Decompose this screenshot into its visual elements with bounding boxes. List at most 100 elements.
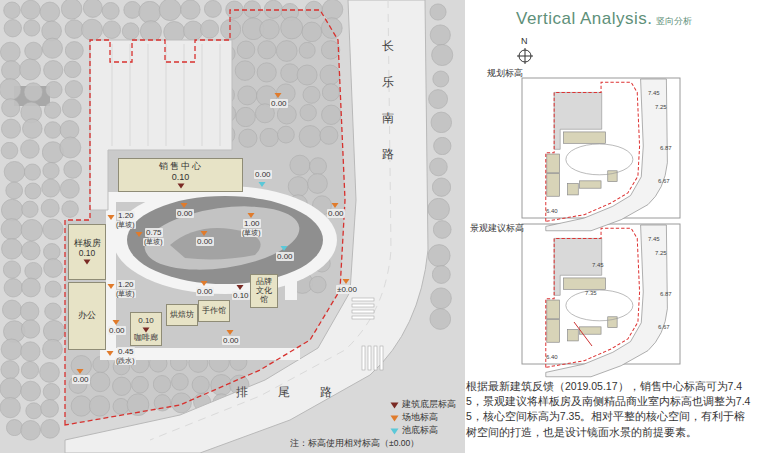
- tree: [21, 361, 38, 378]
- tree: [290, 155, 310, 175]
- tree: [434, 137, 451, 154]
- tree: [71, 396, 91, 416]
- tree: [89, 396, 109, 416]
- tree: [1, 339, 22, 360]
- elevation-marker: [332, 203, 339, 208]
- tree: [302, 22, 322, 42]
- elevation-marker: [281, 246, 288, 251]
- tree: [6, 420, 22, 436]
- label: N: [521, 36, 528, 46]
- tree: [1, 219, 22, 240]
- tree: [321, 18, 342, 39]
- label: 7.45: [648, 90, 660, 97]
- tree: [0, 79, 21, 101]
- tree: [153, 376, 170, 393]
- tree: [201, 20, 219, 38]
- tree: [260, 20, 280, 40]
- tree: [21, 421, 41, 441]
- tree: [1, 119, 20, 138]
- tree: [320, 126, 338, 144]
- tree: [26, 403, 42, 419]
- tree: [260, 128, 278, 146]
- tree: [24, 83, 43, 102]
- elevation-marks: [77, 93, 350, 374]
- plan-ground: [0, 0, 465, 453]
- building-box: 销售中心0.10: [118, 158, 243, 192]
- tree: [1, 361, 19, 379]
- tree: [21, 140, 40, 159]
- tree: [0, 378, 22, 400]
- legend-swatch: [390, 428, 399, 435]
- tree: [43, 339, 63, 359]
- label: (草坡): [143, 238, 164, 246]
- tree: [2, 300, 21, 319]
- elevation-marker: [177, 183, 185, 189]
- label: 0.75: [145, 228, 163, 237]
- label: 根据最新建筑反馈（2019.05.17），销售中心标高可为7.45，景观建议将样…: [466, 379, 754, 440]
- legend-text: 建筑底层标高: [402, 399, 456, 411]
- tree: [321, 41, 339, 59]
- label: 景观建议标高: [470, 224, 524, 234]
- building-box: 样板房0.10: [68, 224, 106, 280]
- building-text: 0.10: [121, 172, 240, 182]
- tree: [42, 179, 60, 197]
- tree: [0, 42, 20, 62]
- compass-cross: [517, 48, 533, 64]
- tree: [171, 393, 191, 413]
- label: 0.00: [176, 209, 194, 218]
- tree: [64, 61, 81, 78]
- tree: [40, 363, 60, 383]
- building-text: 品牌文化馆: [253, 277, 275, 305]
- plaza-ring: [113, 186, 337, 294]
- building-text: 办公: [71, 311, 103, 321]
- tree: [4, 161, 25, 182]
- tree: [244, 1, 261, 18]
- tree: [22, 201, 38, 217]
- tree: [20, 302, 39, 321]
- tree: [299, 42, 315, 58]
- tree: [21, 320, 39, 338]
- tree: [432, 44, 453, 65]
- tree: [236, 107, 255, 126]
- tree: [281, 17, 303, 39]
- tree: [21, 381, 41, 401]
- tree: [431, 112, 452, 133]
- label: 6.87: [660, 291, 672, 298]
- elevation-marker: [181, 203, 188, 208]
- tree: [140, 21, 161, 42]
- tree: [204, 0, 221, 17]
- elevation-marker: [259, 182, 266, 187]
- tree: [4, 279, 22, 297]
- label: 注：标高使用相对标高（±0.00）: [290, 439, 419, 449]
- tree: [2, 239, 23, 260]
- mini-plan: [546, 225, 668, 377]
- elevation-marker: [108, 284, 115, 289]
- tree: [4, 20, 21, 37]
- tree: [320, 65, 340, 85]
- tree: [62, 201, 79, 218]
- label: 长乐南路: [382, 28, 394, 172]
- building-text: 咖啡廊: [133, 333, 159, 342]
- tree: [65, 42, 83, 60]
- tree: [238, 86, 257, 105]
- tree: [21, 0, 40, 19]
- label: 0.00: [222, 336, 240, 345]
- tree: [0, 397, 20, 417]
- tree: [278, 126, 295, 143]
- tree: [257, 63, 276, 82]
- tree: [43, 383, 60, 400]
- elevation-marker: [343, 279, 350, 284]
- elevation-marker: [177, 183, 184, 188]
- label: 1.20: [117, 211, 135, 220]
- elevation-marker: [84, 260, 91, 265]
- legend-text: 场地标高: [402, 412, 438, 424]
- legend-text: 池底标高: [402, 425, 438, 437]
- tree: [43, 162, 59, 178]
- tree: [124, 1, 141, 18]
- label: (草坡): [115, 221, 136, 229]
- label: 6.67: [658, 178, 670, 185]
- tree: [60, 137, 81, 158]
- tree: [45, 122, 62, 139]
- tree: [288, 177, 308, 197]
